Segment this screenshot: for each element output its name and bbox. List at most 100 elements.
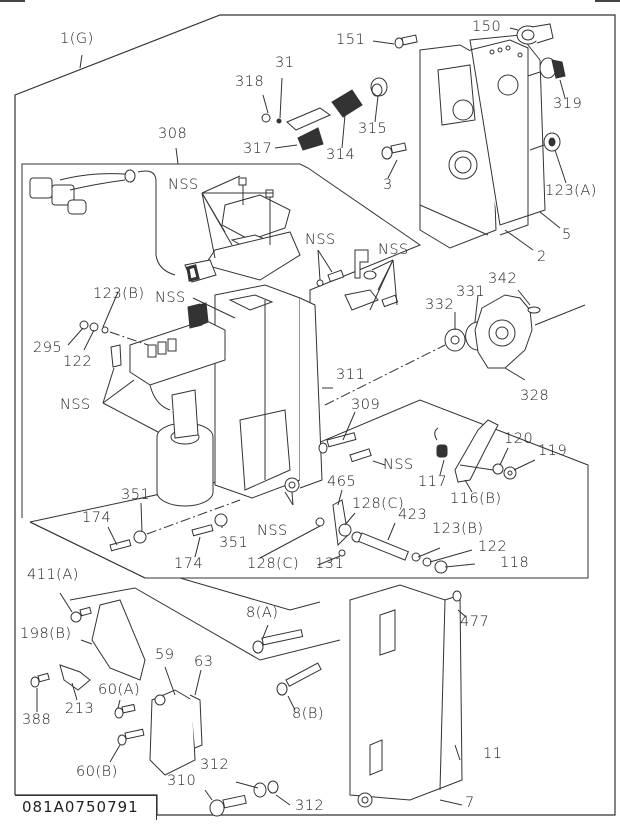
nut-332: [444, 328, 466, 352]
callout-317: 317: [243, 141, 273, 157]
bolt-3: [381, 142, 407, 160]
leader-lines: [36, 27, 567, 806]
callout-8a: 8(A): [246, 605, 279, 621]
callout-311: 311: [336, 367, 366, 383]
callout-312-bottom: 312: [295, 798, 325, 814]
subassembly-308-outline: [21, 147, 422, 518]
callout-120: 120: [504, 431, 534, 447]
nss-hardware-middle: [316, 249, 399, 311]
part-319-plug: [527, 57, 566, 79]
callout-117: 117: [418, 474, 448, 490]
studs-174-nuts-351: [109, 499, 241, 552]
clamp-213: [30, 664, 91, 691]
callout-123b-bottom: 123(B): [432, 521, 484, 537]
callout-174-right: 174: [174, 556, 204, 572]
callout-331: 331: [456, 284, 486, 300]
callout-1g: 1(G): [60, 31, 94, 47]
callout-nss-top-cover: NSS: [168, 177, 199, 193]
callout-8b: 8(B): [292, 706, 325, 722]
lever-31: [261, 107, 332, 151]
callout-308: 308: [158, 126, 188, 142]
spring-314: [331, 89, 363, 118]
callout-123a: 123(A): [545, 183, 597, 199]
callout-63: 63: [194, 654, 214, 670]
callout-174-left: 174: [82, 510, 112, 526]
pin-342: [527, 306, 541, 314]
seat-315: [370, 77, 388, 97]
callout-213: 213: [65, 701, 95, 717]
callout-465: 465: [327, 474, 357, 490]
callout-60a: 60(A): [98, 682, 141, 698]
assembly-boundary-outline: [14, 14, 616, 816]
lower-section-outline: [29, 521, 341, 661]
callout-59: 59: [155, 647, 175, 663]
bolt-151: [394, 34, 418, 49]
callout-318: 318: [235, 74, 265, 90]
part-150-nut: [516, 23, 554, 45]
nss-screw-lower: [349, 448, 372, 463]
callout-295: 295: [33, 340, 63, 356]
bolts-60: [114, 703, 145, 746]
callout-11: 11: [483, 746, 503, 762]
callout-3: 3: [383, 177, 393, 193]
callout-nss-middle: NSS: [305, 232, 336, 248]
lever-116b: [454, 419, 499, 483]
callout-nss-left: NSS: [60, 397, 91, 413]
actuator-top-cover: [184, 177, 301, 283]
callout-423: 423: [398, 507, 428, 523]
callout-315: 315: [358, 121, 388, 137]
callout-332: 332: [425, 297, 455, 313]
callout-309: 309: [351, 397, 381, 413]
gear-leader: [534, 304, 586, 326]
callout-310: 310: [167, 773, 197, 789]
callout-nss-screw: NSS: [383, 457, 414, 473]
cover-59: [149, 689, 203, 776]
wiring-harness-connectors: [29, 169, 176, 276]
washers-295-122-123b: [79, 320, 149, 346]
callout-31: 31: [275, 55, 295, 71]
terminal-block: [110, 302, 226, 386]
corner-mark-left: [0, 0, 25, 2]
callout-2: 2: [537, 249, 547, 265]
callout-116b: 116(B): [450, 491, 502, 507]
bolt-310-washers-312: [209, 780, 279, 817]
washer-120-nut-119: [492, 463, 517, 480]
callout-131: 131: [315, 556, 345, 572]
plug-477: [452, 590, 462, 602]
gear-328: [474, 294, 533, 369]
callout-411a: 411(A): [27, 567, 79, 583]
callout-312-top: 312: [200, 757, 230, 773]
callout-150: 150: [472, 19, 502, 35]
callout-118: 118: [500, 555, 530, 571]
callout-60b: 60(B): [76, 764, 118, 780]
shaft-423-assembly: [315, 499, 448, 574]
callout-5: 5: [562, 227, 572, 243]
drawing-code: 081A0750791: [22, 798, 139, 816]
gear-shaft-axis: [324, 344, 446, 406]
callout-319: 319: [553, 96, 583, 112]
solenoid-coil: [149, 384, 214, 507]
callout-nss-right: NSS: [378, 242, 409, 258]
callout-477: 477: [460, 614, 490, 630]
part-123a-seal: [529, 132, 561, 152]
callout-198b: 198(B): [20, 626, 72, 642]
cover-housing-2: [419, 39, 529, 249]
callout-342: 342: [488, 271, 518, 287]
corner-mark-right: [595, 0, 620, 2]
callout-122-top: 122: [63, 354, 93, 370]
washer-331: [465, 321, 479, 351]
callout-151: 151: [336, 32, 366, 48]
bracket-198b: [70, 599, 146, 681]
callout-119: 119: [538, 443, 568, 459]
callout-128c-bottom: 128(C): [247, 556, 300, 572]
governor-body: [214, 284, 323, 499]
callout-122-bottom: 122: [478, 539, 508, 555]
drawing-code-box: [15, 795, 157, 820]
callout-128c-top: 128(C): [352, 496, 405, 512]
callout-123b-top: 123(B): [93, 286, 145, 302]
callout-351-right: 351: [219, 535, 249, 551]
callout-328: 328: [520, 388, 550, 404]
callout-nss-terminal: NSS: [155, 290, 186, 306]
